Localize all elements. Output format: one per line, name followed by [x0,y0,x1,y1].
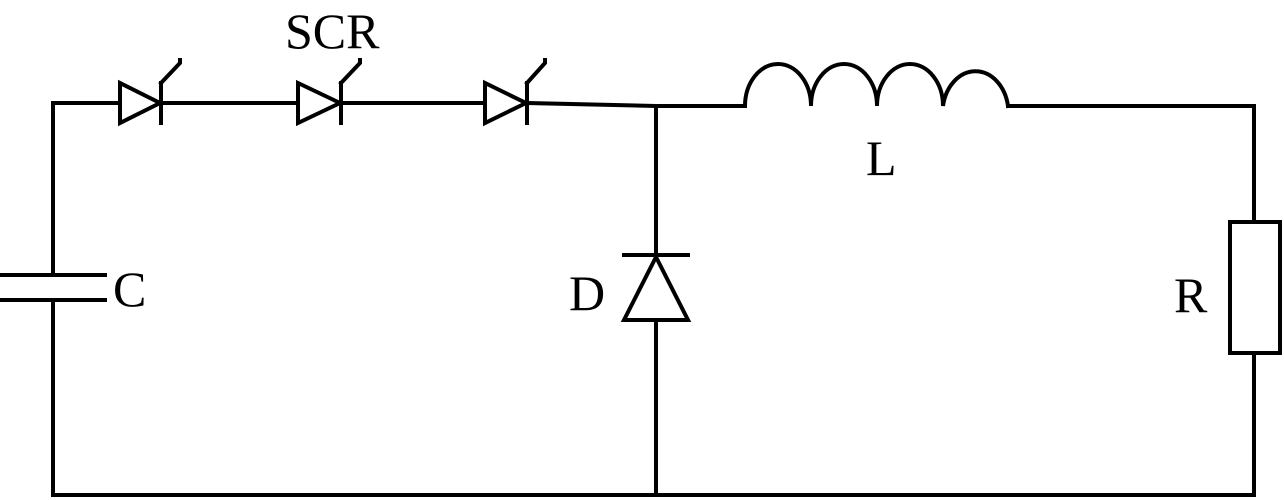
thyristor-icon [483,58,547,127]
capacitor-label: C [113,261,146,317]
wire-inductor-right [1006,104,1256,224]
thyristor-icon [118,58,182,127]
wire-left-upper [51,101,120,277]
wire-scr3-node [525,100,747,108]
wire-left-lower [51,298,1256,497]
resistor-icon [1228,220,1282,355]
wires [51,100,1256,497]
capacitor-icon [0,273,107,302]
resistor-label: R [1174,267,1208,323]
inductor-icon [742,62,1011,109]
inductor-label: L [866,130,897,186]
scr-label: SCR [285,3,380,59]
thyristor-icon [296,58,362,127]
diode-icon [620,252,692,322]
diode-label: D [569,265,605,321]
